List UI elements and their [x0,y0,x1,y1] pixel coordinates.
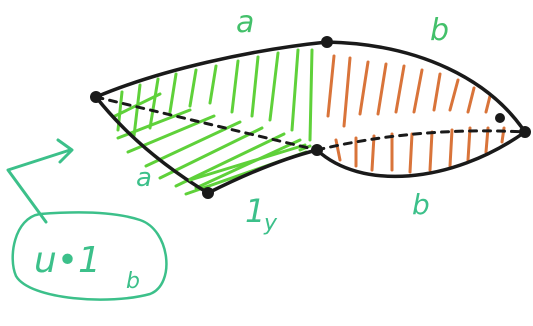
arrow-hook-icon [6,138,74,224]
formula-main: u•1 [34,240,101,281]
formula-sub: b [126,269,140,294]
edge-left-a [94,95,210,195]
vertex-top [321,36,333,48]
label-top-b: b [430,13,449,48]
dashed-edge-left [94,95,319,152]
edge-top-b [325,40,527,134]
edge-right-b [315,130,527,179]
orange-hatching [326,54,506,174]
label-middle-1: 1 [245,192,265,230]
vertex-right [519,126,531,138]
dashed-edges [94,95,527,152]
outline-edges [94,40,527,195]
label-right-b: b [412,188,430,221]
green-hatching [113,48,314,196]
label-left-a: a [136,163,152,193]
vertex-right-a [495,113,505,123]
vertex-left [90,91,102,103]
label-top-a: a [236,5,254,40]
edge-middle-1y [206,148,319,195]
formula-circle [11,211,168,301]
vertex-bottom [202,187,214,199]
vertex-middle [311,144,323,156]
label-middle-sub: y [263,211,278,236]
edge-inner-green [188,143,307,182]
edge-top-a [94,40,329,99]
dashed-edge-right [315,129,527,152]
vertices [90,36,531,199]
